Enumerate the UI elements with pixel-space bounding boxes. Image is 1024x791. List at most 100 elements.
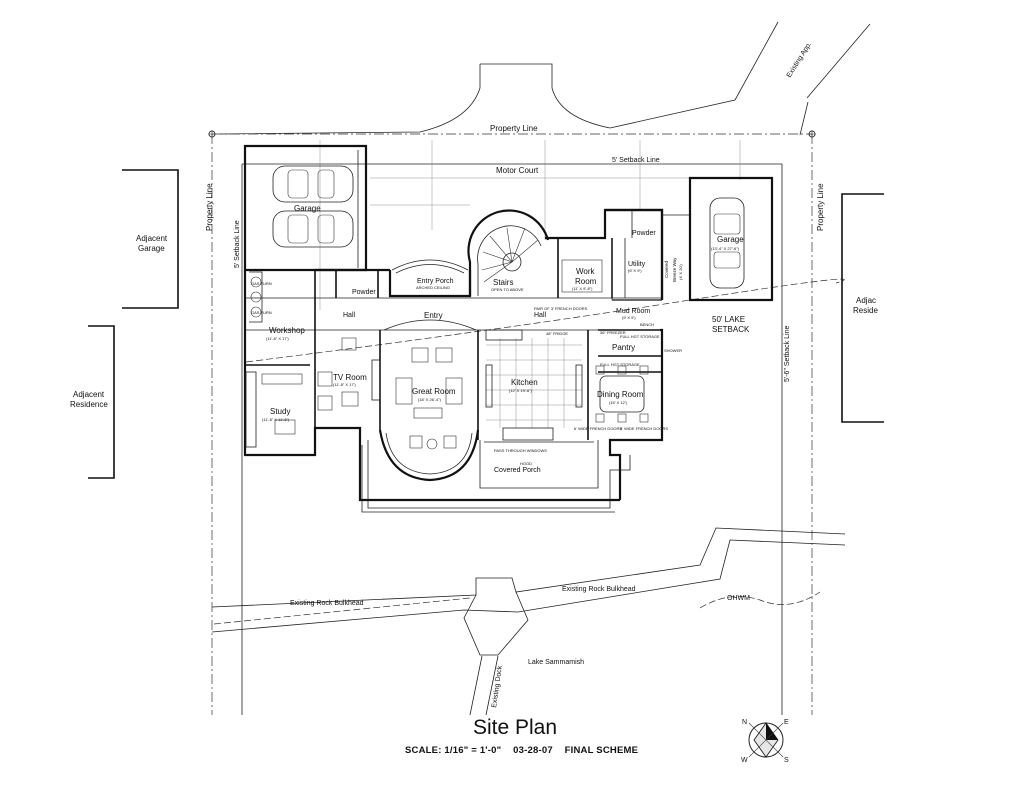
compass-e: E — [784, 719, 789, 726]
adjacent-residence-label: Adjac — [856, 296, 876, 305]
setback-line-label: 5'-6" Setback Line — [784, 326, 791, 382]
note: GAS FURN — [251, 281, 272, 286]
furniture — [245, 259, 649, 450]
room-label-powder: Powder — [352, 289, 376, 296]
note: FULL HGT STORAGE — [600, 362, 640, 367]
room-dimension: (6' X 9') — [628, 268, 642, 273]
room-dimension: (4' X 20') — [678, 264, 683, 280]
room-dimension: (13'-4" X 27'-6") — [711, 246, 740, 251]
room-note: ARCHED CEILING — [416, 285, 450, 290]
stair-tower — [467, 209, 550, 296]
drawing-subtitle: SCALE: 1/16" = 1'-0" 03-28-07 FINAL SCHE… — [405, 745, 639, 756]
room-label-pantry: Pantry — [612, 343, 635, 352]
room-label-covered-porch: Covered Porch — [494, 467, 541, 474]
entry-porch-arch — [391, 259, 469, 274]
bulkhead-label: Existing Rock Bulkhead — [290, 600, 364, 607]
setback-lines — [241, 163, 845, 715]
room-label-study: Study — [270, 407, 290, 416]
adjacent-buildings — [88, 169, 884, 479]
room-label-breezeway: Covered — [664, 260, 669, 278]
note: 48" FRIDGE — [546, 331, 568, 336]
room-dimension: (15' X 12') — [609, 400, 628, 405]
room-dimension: (18' X 26'-4") — [418, 397, 442, 402]
note: BENCH — [640, 322, 654, 327]
dock-label: Existing Dock — [491, 665, 504, 708]
shoreline — [211, 527, 846, 633]
car-icon — [272, 210, 354, 248]
room-labels: Garage Garage (13'-4" X 27'-6") Powder P… — [262, 204, 744, 474]
room-dimension: (11'-8" X 17') — [333, 382, 356, 387]
room-label-powder: Powder — [632, 230, 656, 237]
room-dimension: (9' X 5') — [622, 315, 636, 320]
compass-letters: N E S W — [741, 719, 789, 764]
setback-line-label: 5' Setback Line — [234, 220, 241, 268]
room-label-breezeway: Breeze Way — [672, 257, 677, 282]
motor-court-label: Motor Court — [496, 166, 539, 175]
terraces — [361, 440, 631, 513]
grid-lines — [319, 140, 741, 310]
existing-approach-label: Existing App. — [786, 41, 813, 79]
north-arrow-icon — [748, 722, 784, 758]
great-room-bay — [378, 319, 480, 482]
car-icon — [272, 165, 354, 203]
existing-approach — [219, 21, 871, 136]
existing-dock — [463, 591, 529, 716]
note: HOOD — [520, 461, 532, 466]
room-label-dining-room: Dining Room — [597, 390, 644, 399]
room-note: OPEN TO ABOVE — [491, 287, 524, 292]
note: GAS FURN — [251, 310, 272, 315]
room-label-work-room: Room — [575, 277, 597, 286]
adjacent-garage-label: Adjacent — [136, 234, 168, 243]
drawing-title: Site Plan — [472, 716, 558, 739]
date-label: 03-28-07 — [513, 745, 553, 756]
room-dimension: (11'-6" X 17') — [266, 336, 289, 341]
room-label-stairs: Stairs — [493, 278, 513, 287]
compass-n: N — [742, 719, 747, 726]
room-dimension: (12' X 19'-6") — [509, 388, 533, 393]
note: 6' WIDE FRENCH DOORS — [574, 426, 622, 431]
note: PAIR OF 3' FRENCH DOORS — [534, 306, 588, 311]
room-label-kitchen: Kitchen — [511, 378, 538, 387]
adjacent-garage-label: Garage — [138, 244, 165, 253]
room-label-great-room: Great Room — [412, 387, 456, 396]
setback-line-label: 5' Setback Line — [612, 157, 660, 164]
room-label-workshop: Workshop — [269, 326, 305, 335]
note: SHOWER — [664, 348, 682, 353]
plan-notes: PAIR OF 3' FRENCH DOORS FULL HGT STORAGE… — [251, 281, 682, 466]
property-line-label: Property Line — [816, 183, 825, 231]
compass-s: S — [784, 757, 789, 764]
room-label-entry-porch: Entry Porch — [417, 278, 454, 285]
ohwm-label: OHWM — [727, 595, 750, 602]
lake-setback-label: 50' LAKE — [712, 315, 745, 324]
room-label-tv-room: TV Room — [333, 373, 367, 382]
house-walls — [243, 208, 664, 502]
property-line-label: Property Line — [205, 183, 214, 231]
room-dimension: (11'-8" X 11'-6") — [262, 417, 290, 422]
scale-label: SCALE: 1/16" = 1'-0" — [405, 745, 502, 756]
room-label-hall: Hall — [534, 312, 547, 319]
site-text: Property Line Property Line Property Lin… — [70, 41, 878, 708]
room-label-entry: Entry — [424, 311, 443, 320]
room-label-mud-room: Mud Room — [616, 308, 650, 315]
adjacent-residence-label: Reside — [853, 306, 878, 315]
note: PASS THROUGH WINDOWS — [494, 448, 547, 453]
room-label-garage: Garage — [717, 235, 744, 244]
adjacent-residence-label: Adjacent — [73, 390, 105, 399]
lake-label: Lake Sammamish — [528, 659, 584, 666]
scheme-label: FINAL SCHEME — [564, 745, 639, 756]
room-label-garage: Garage — [294, 204, 321, 213]
note: 36" FREEZER — [600, 330, 626, 335]
property-lines — [208, 130, 816, 715]
property-line-label: Property Line — [490, 124, 538, 133]
adjacent-residence-label: Residence — [70, 400, 108, 409]
right-wing — [605, 176, 774, 302]
kitchen-floor-grid — [485, 329, 583, 441]
car-icon — [709, 197, 745, 289]
note: FULL HGT STORAGE — [620, 334, 660, 339]
compass-w: W — [741, 757, 748, 764]
bulkhead-label: Existing Rock Bulkhead — [562, 586, 636, 593]
note: 6' WIDE FRENCH DOORS — [620, 426, 668, 431]
room-dimension: (11' X 9'-8") — [572, 286, 593, 291]
lake-setback-label: SETBACK — [712, 325, 750, 334]
